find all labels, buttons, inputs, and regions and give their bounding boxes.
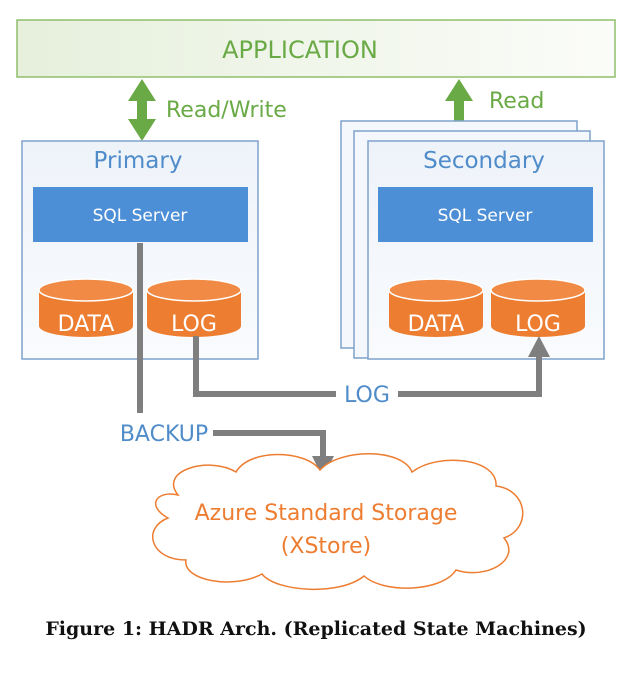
primary-title: Primary: [94, 148, 183, 174]
storage-title: Azure Standard Storage: [195, 501, 458, 526]
secondary-title: Secondary: [423, 148, 545, 174]
log-shipping-connector: [193, 336, 550, 397]
backup-flow-label: BACKUP: [120, 422, 208, 447]
azure-storage-cloud: Azure Standard Storage (XStore): [151, 453, 524, 591]
secondary-log-label: LOG: [515, 312, 561, 337]
secondary-log-disk: LOG: [490, 278, 586, 337]
log-arrow-head: [528, 336, 550, 357]
primary-log-disk: LOG: [146, 278, 242, 337]
secondary-data-label: DATA: [408, 312, 465, 337]
log-flow-label: LOG: [344, 383, 390, 408]
primary-sql-server-box: [33, 187, 248, 242]
read-write-label: Read/Write: [166, 98, 287, 123]
application-label: APPLICATION: [222, 36, 378, 64]
storage-subtitle: (XStore): [281, 534, 371, 559]
secondary-sql-server-label: SQL Server: [438, 206, 533, 226]
hadr-architecture-diagram: APPLICATION Read/Write Read Primary SQL …: [16, 19, 616, 591]
read-label: Read: [489, 89, 544, 114]
primary-log-label: LOG: [171, 312, 217, 337]
read-arrow: [445, 79, 473, 125]
primary-sql-server-label: SQL Server: [93, 206, 188, 226]
secondary-data-disk: DATA: [388, 278, 484, 337]
primary-data-label: DATA: [58, 312, 115, 337]
application-bar: APPLICATION: [16, 19, 616, 78]
primary-data-disk: DATA: [38, 278, 134, 337]
secondary-sql-server-box: [378, 187, 593, 242]
read-write-arrow: [128, 79, 156, 141]
figure-caption: Figure 1: HADR Arch. (Replicated State M…: [45, 618, 587, 640]
